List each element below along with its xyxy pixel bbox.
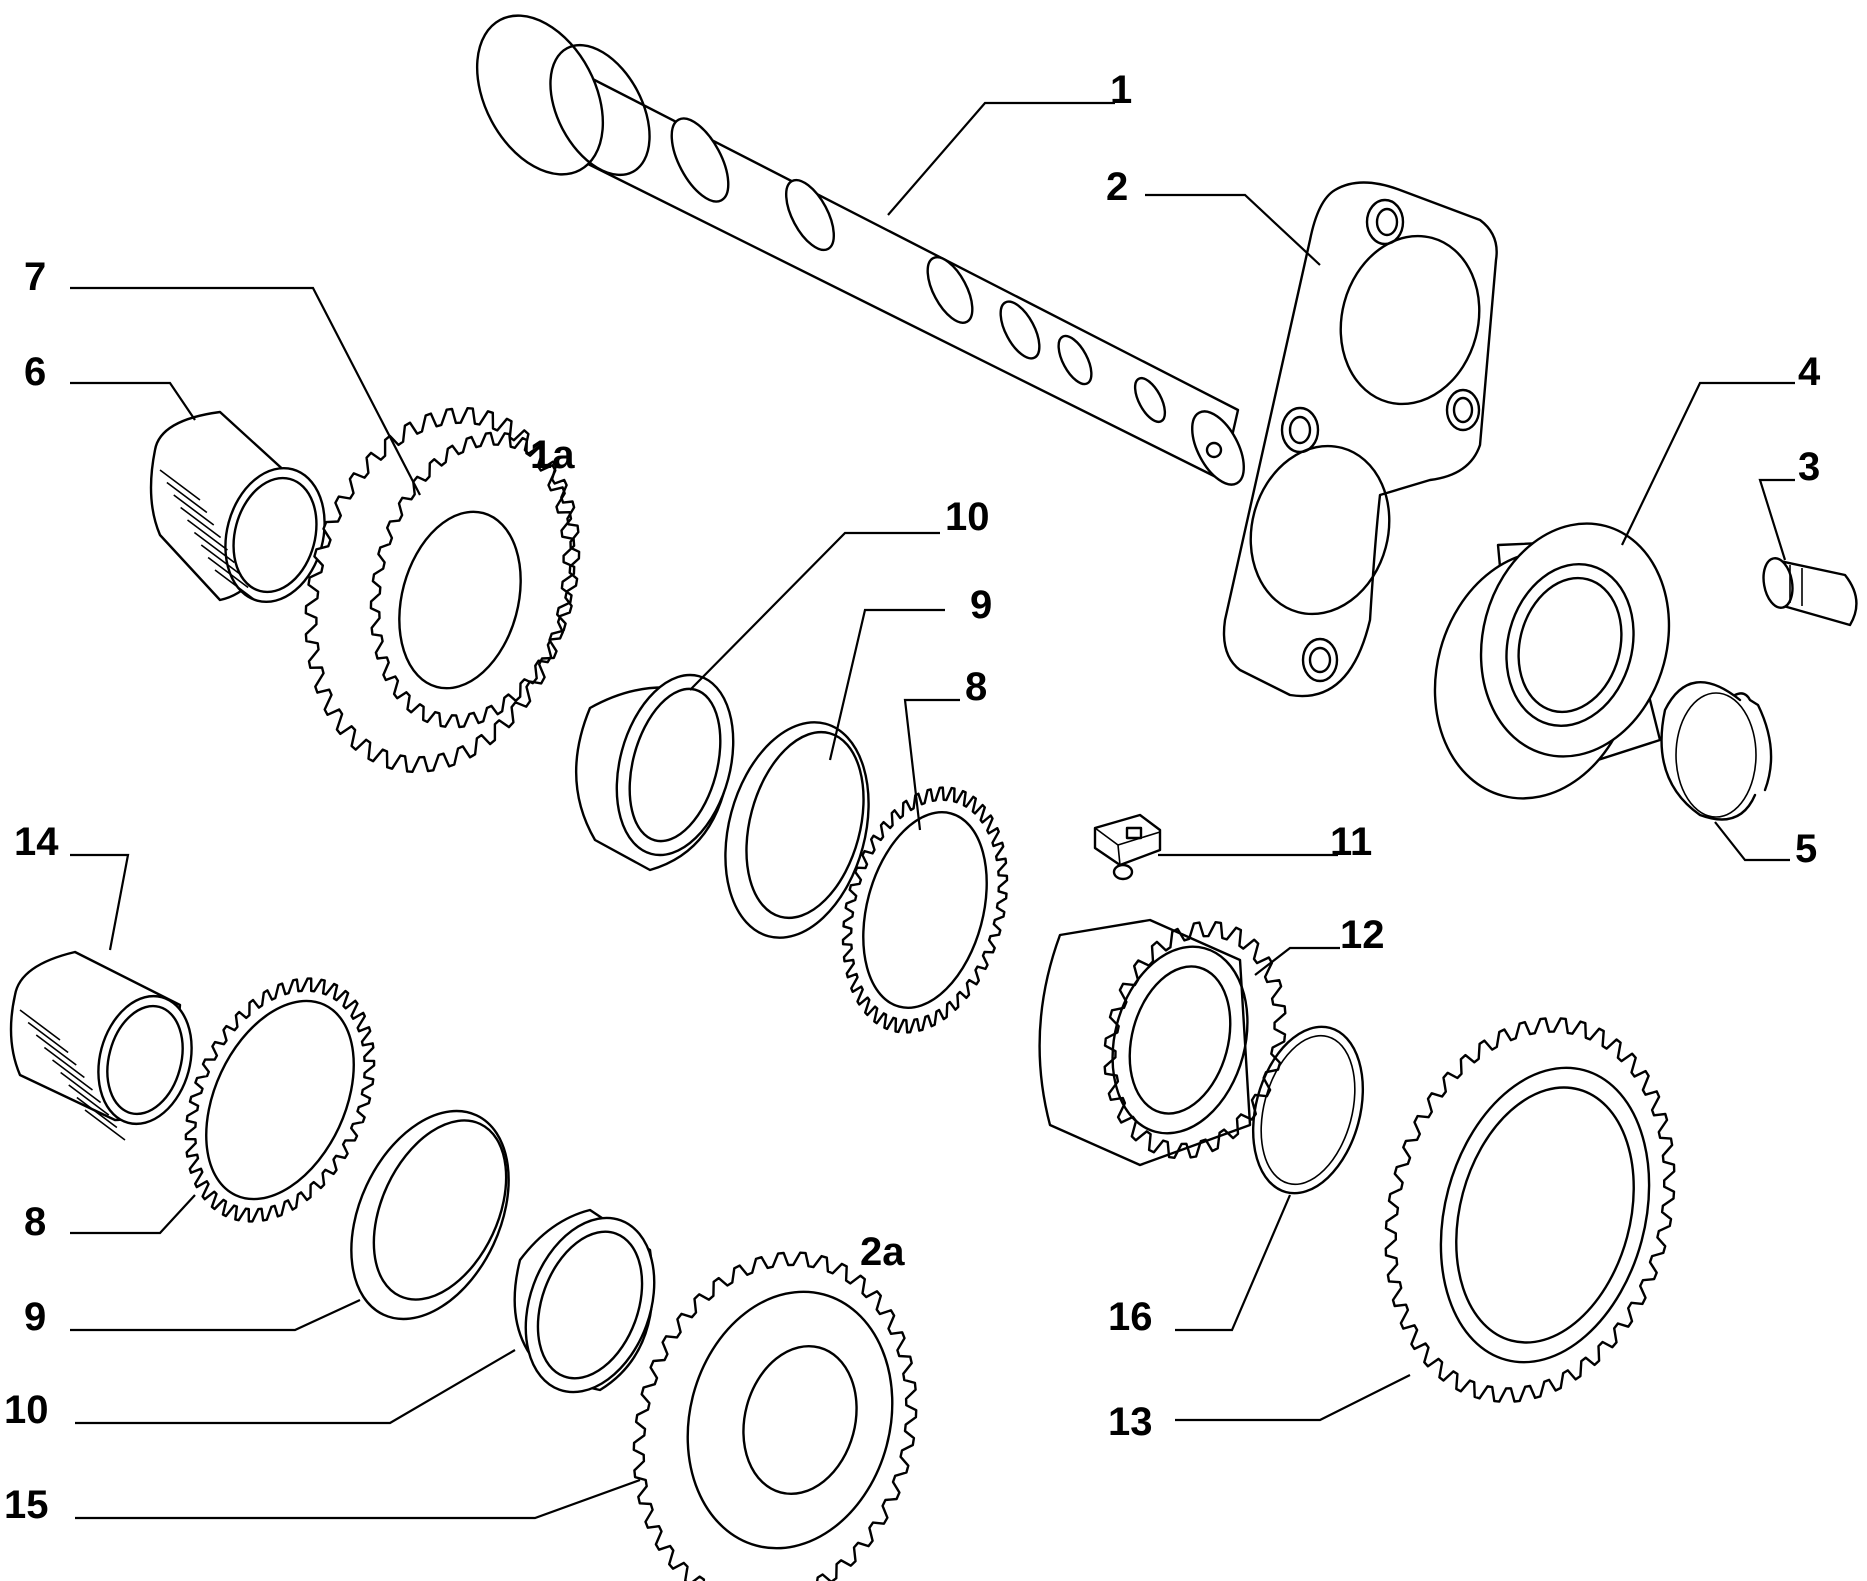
needles-14-needle [19,1009,61,1041]
leader-9b [70,1299,361,1332]
part-circlip-16 [1251,1025,1365,1195]
shaft-spline-band [784,178,836,252]
leader-14 [70,853,130,951]
leader-9a [828,608,945,761]
needles-14-needle [84,1109,126,1141]
needles-6-needle [214,569,256,601]
shaft-spline-band [999,300,1041,360]
leader-15 [75,1478,641,1520]
gear-8-lower-teeth [184,977,376,1223]
leader-10a [689,531,940,691]
callout-8-lower: 8 [24,1200,46,1244]
callout-6: 6 [24,350,46,394]
callout-16: 16 [1108,1295,1153,1339]
callout-2a: 2a [860,1230,905,1274]
callout-10-lower: 10 [4,1388,49,1432]
callout-7: 7 [24,255,46,299]
leader-8b [70,1194,196,1235]
part-needle-bearing-14 [9,950,193,1141]
part-gear-2a [632,1251,918,1581]
callout-9-upper: 9 [970,583,992,627]
leader-13 [1175,1374,1411,1422]
part-ring-9-upper [724,721,870,939]
part-main-shaft [475,14,1245,486]
callout-13: 13 [1108,1400,1153,1444]
needles-6-needle [193,531,235,564]
part-synchro-cone-10-upper [575,673,735,872]
part-bearing [1433,522,1671,800]
callout-labels: 1 2 3 4 5 6 7 1a 10 9 8 11 12 14 8 9 10 … [4,68,1821,1527]
leader-4 [1621,381,1795,546]
callout-1: 1 [1110,68,1132,112]
needles-6-needle [207,556,249,589]
needles-14-needle [35,1034,77,1066]
needles-6-needle [200,544,242,576]
needles-6-needle [173,494,215,526]
part-needle-bearing-6 [149,410,326,604]
part-gear-13 [1384,1017,1676,1403]
shaft-spline-band [1133,376,1167,424]
callout-11: 11 [1330,820,1372,864]
part-screw [1762,557,1858,627]
part-circlip-5 [1660,681,1773,821]
gear-12-teeth [1103,921,1287,1159]
part-ring-9-lower [350,1109,510,1321]
leader-3 [1758,478,1795,561]
needles-14-needle [27,1021,69,1054]
shaft-spline-band [926,256,974,324]
part-synchro-ring-8-lower [184,977,376,1223]
needles-14-needle [68,1084,110,1116]
leader-lines [70,101,1795,1520]
callout-15: 15 [4,1483,49,1527]
needles-6-needle [187,519,228,551]
leader-8a [903,698,960,831]
gear-13-teeth [1384,1017,1676,1403]
part-synchro-ring-8-upper [841,786,1009,1034]
needles-14-needle [76,1096,118,1129]
leader-16 [1175,1194,1292,1332]
leader-1 [887,101,1115,216]
leader-2 [1145,193,1321,266]
callout-9-lower: 9 [24,1295,46,1339]
leader-5 [1714,821,1790,862]
needles-6-needle [166,481,208,514]
callout-12: 12 [1340,913,1385,957]
callout-1a: 1a [530,433,575,477]
part-gear-1a [304,407,581,773]
part-shift-key [1093,813,1162,881]
needles-14-needle [43,1046,85,1079]
gear-1a-inner-teeth [369,431,581,729]
callout-2: 2 [1106,165,1128,209]
callout-5: 5 [1795,827,1817,871]
part-synchro-cone-10-lower [513,1208,656,1394]
callout-8-upper: 8 [965,665,987,709]
leader-10b [75,1349,516,1425]
callout-3: 3 [1798,445,1820,489]
gear-2a-teeth [632,1251,918,1581]
leader-6 [70,381,196,421]
callout-14: 14 [14,820,59,864]
needles-14-needle [52,1059,93,1091]
callout-10-upper: 10 [945,495,990,539]
leader-12 [1254,946,1340,976]
shaft-spline-band [1057,334,1093,386]
shaft-spline-band [670,117,730,203]
leader-7 [70,286,421,496]
needles-14-needle [60,1071,102,1104]
part-plate [1222,181,1498,698]
needles-6-needle [159,469,201,501]
needles-6-needle [180,506,222,539]
gear-8-upper-teeth [841,786,1009,1034]
callout-4: 4 [1798,350,1821,394]
part-synchro-hub-12 [1038,918,1287,1167]
